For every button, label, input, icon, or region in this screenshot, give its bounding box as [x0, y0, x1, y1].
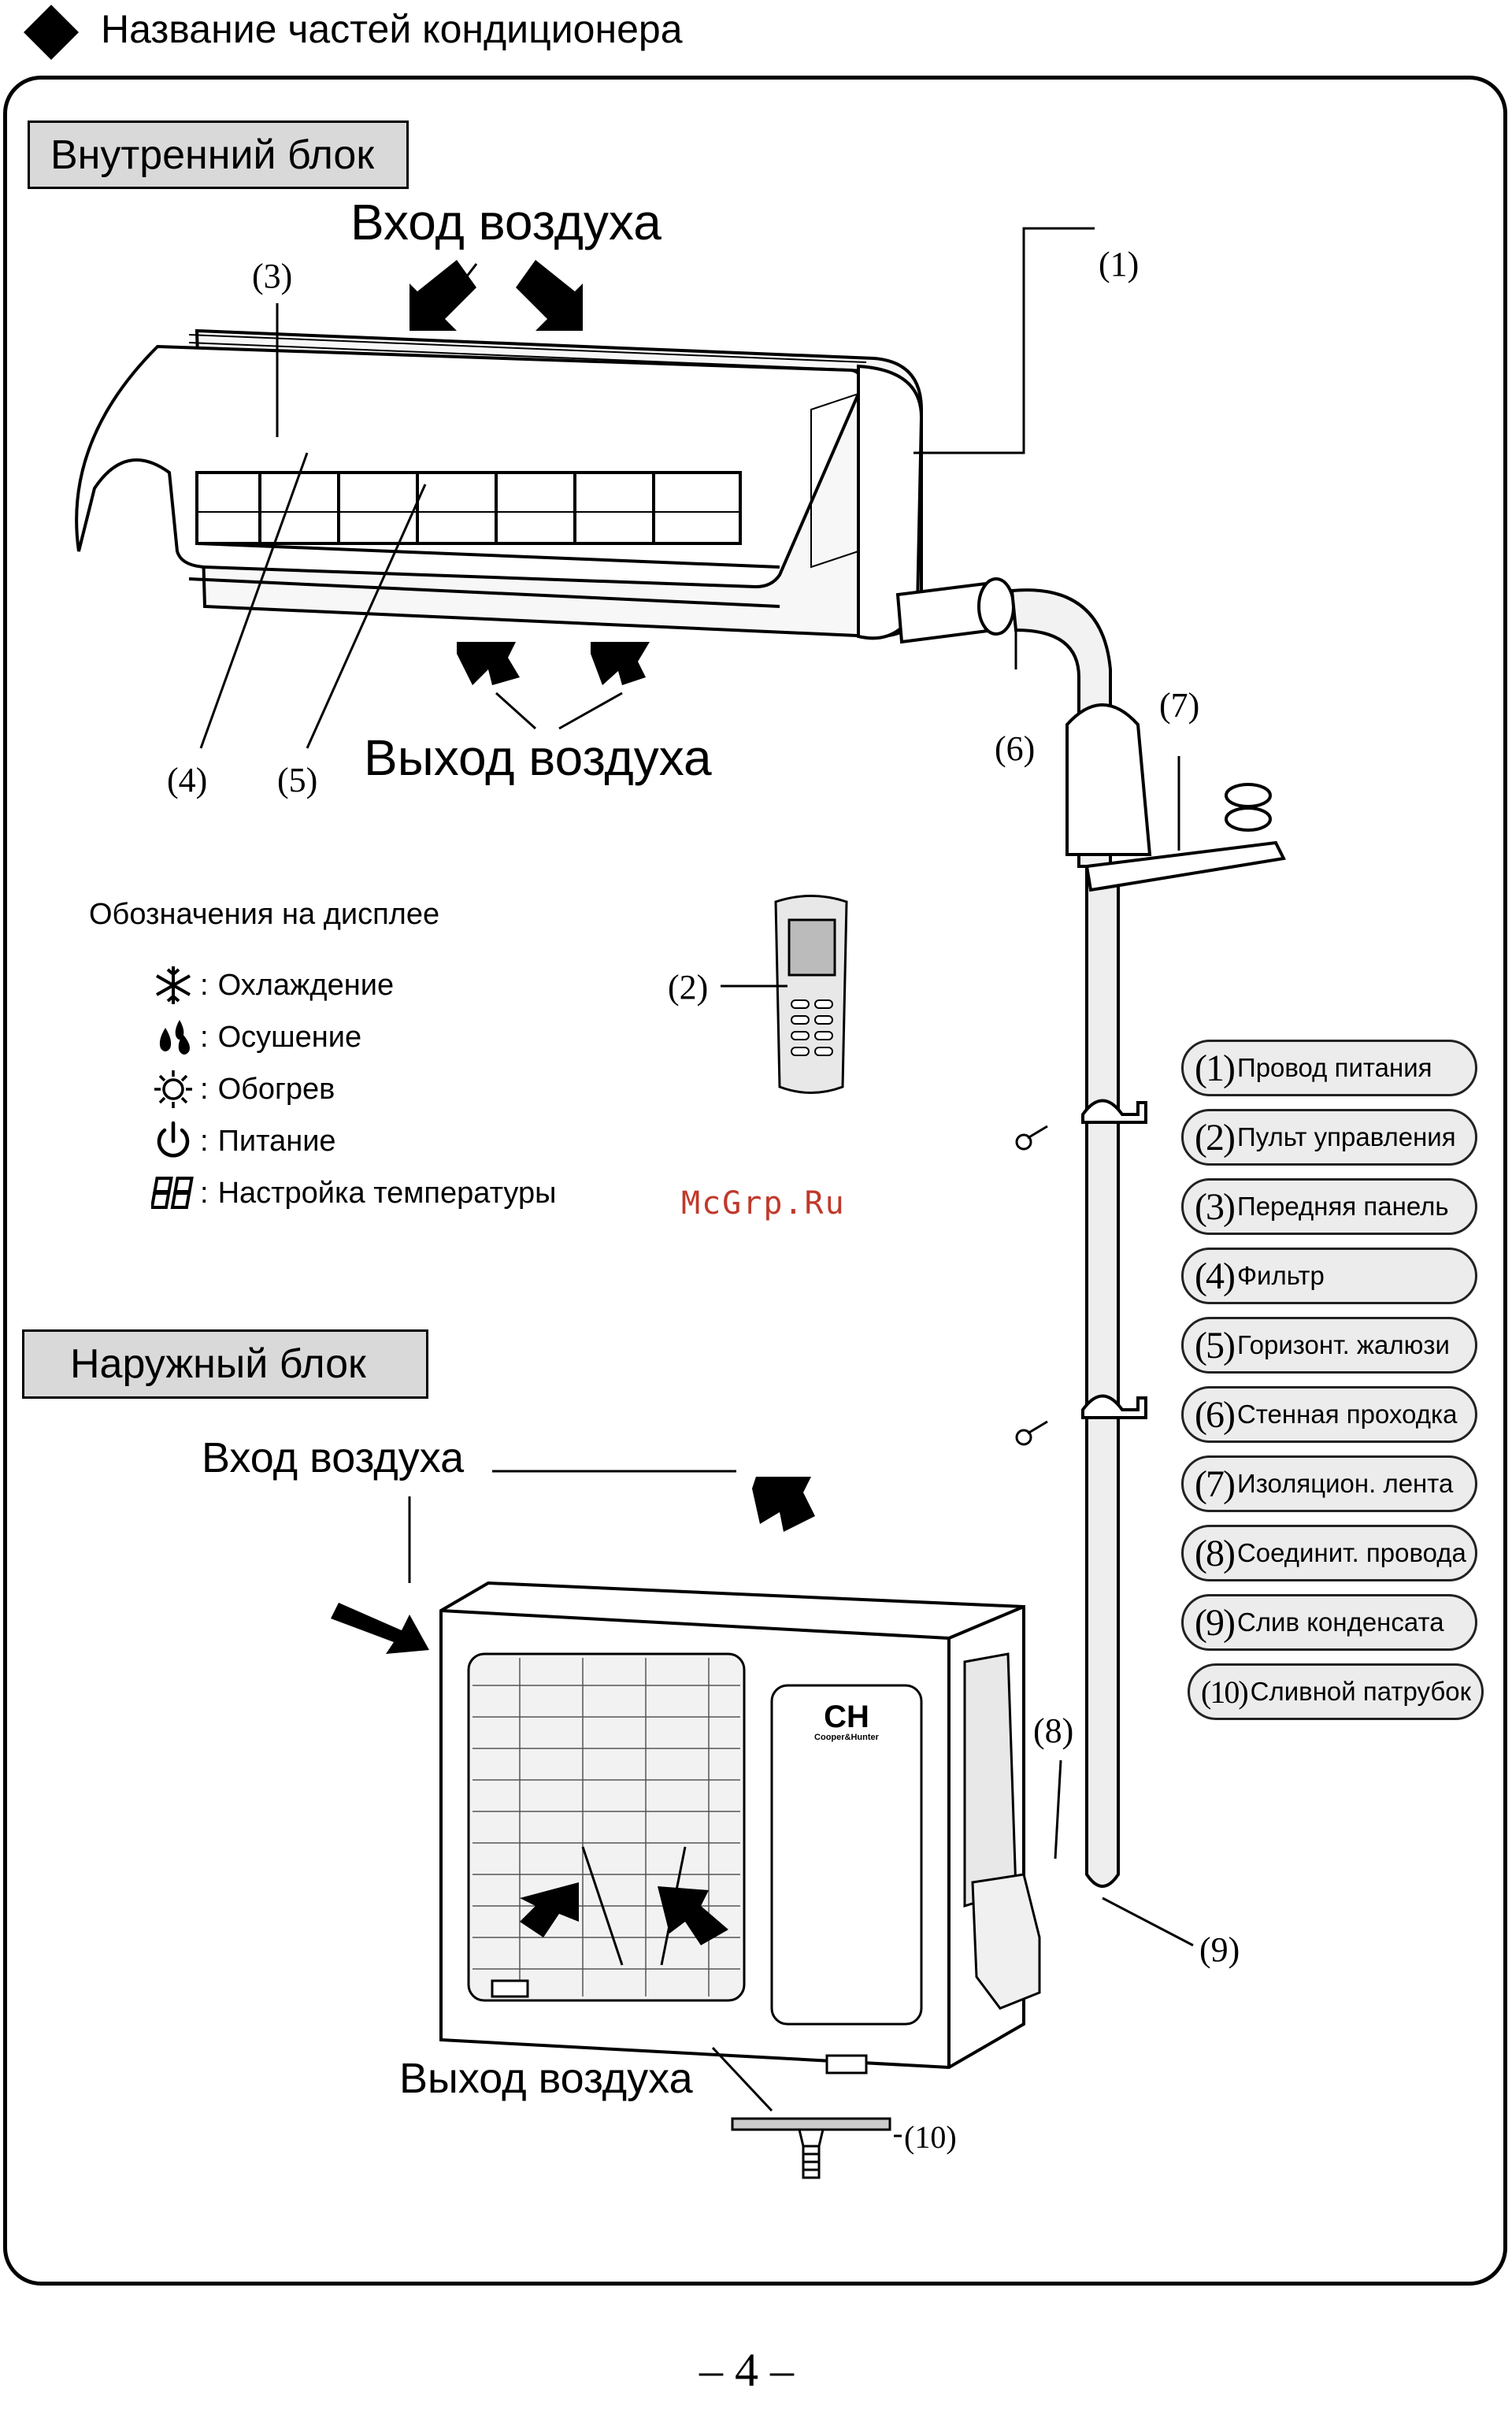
part-item-1: (1)Провод питания [1181, 1040, 1477, 1096]
callout-2: (2) [668, 968, 709, 1007]
diamond-bullet-icon [24, 5, 79, 60]
outdoor-air-out-label: Выход воздуха [399, 2055, 693, 2102]
indoor-section-label: Внутренний блок [28, 120, 409, 189]
legend-item-power: : Питание [150, 1115, 556, 1167]
indoor-air-in-label: Вход воздуха [350, 194, 662, 250]
legend-label-temperature: Настройка температуры [217, 1176, 557, 1210]
part-label: Пульт управления [1236, 1122, 1456, 1151]
page-number: – 4 – [699, 2344, 794, 2396]
part-item-10: (10)Сливной патрубок [1188, 1663, 1484, 1720]
outdoor-air-out-arrows [520, 1882, 728, 1945]
part-label: Горизонт. жалюзи [1236, 1330, 1450, 1359]
part-label: Провод питания [1236, 1053, 1432, 1082]
indoor-air-in-arrows [410, 260, 583, 331]
part-label: Соединит. провода [1236, 1538, 1466, 1567]
seven-segment-icon [150, 1171, 197, 1215]
snowflake-icon [150, 963, 197, 1007]
part-number: (10) [1201, 1674, 1249, 1710]
droplets-icon [150, 1015, 197, 1059]
outdoor-air-in-arrows [331, 1477, 815, 1654]
part-number: (6) [1195, 1393, 1236, 1436]
callout-6: (6) [995, 729, 1036, 768]
legend-item-heat: : Обогрев [150, 1063, 556, 1115]
part-item-3: (3)Передняя панель [1181, 1178, 1477, 1235]
part-item-7: (7)Изоляцион. лента [1181, 1455, 1477, 1512]
part-number: (3) [1195, 1185, 1236, 1228]
indoor-air-out-arrows [457, 642, 650, 685]
legend-item-dry: : Осушение [150, 1011, 556, 1063]
content-frame [3, 76, 1507, 2286]
part-item-5: (5)Горизонт. жалюзи [1181, 1317, 1477, 1374]
callout-5: (5) [277, 761, 318, 799]
part-item-6: (6)Стенная проходка [1181, 1386, 1477, 1443]
outdoor-air-in-label: Вход воздуха [202, 1434, 465, 1481]
callout-3: (3) [252, 257, 293, 295]
part-number: (7) [1195, 1463, 1236, 1505]
part-number: (2) [1195, 1116, 1236, 1159]
legend-item-temperature: : Настройка температуры [150, 1167, 556, 1219]
display-legend-title: Обозначения на дисплее [89, 898, 440, 931]
part-number: (5) [1195, 1324, 1236, 1366]
part-number: (8) [1195, 1532, 1236, 1574]
drain-fitting-drawing [731, 2117, 891, 2179]
brand-name: Cooper&Hunter [814, 1733, 879, 1742]
callout-10: (10) [904, 2119, 957, 2155]
callout-7: (7) [1159, 686, 1200, 725]
watermark: McGrp.Ru [681, 1185, 846, 1222]
brand-logo: CH Cooper&Hunter [807, 1701, 886, 1742]
part-item-8: (8)Соединит. провода [1181, 1525, 1477, 1581]
indoor-unit-drawing [75, 328, 924, 640]
outdoor-section-label: Наружный блок [22, 1329, 428, 1399]
part-label: Стенная проходка [1236, 1400, 1458, 1429]
callout-8: (8) [1033, 1711, 1074, 1750]
power-icon [150, 1119, 197, 1163]
legend-item-cooling: : Охлаждение [150, 959, 556, 1011]
parts-list: (1)Провод питания (2)Пульт управления (3… [1181, 1040, 1484, 1720]
part-number: (4) [1195, 1255, 1236, 1297]
part-item-2: (2)Пульт управления [1181, 1109, 1477, 1166]
part-label: Сливной патрубок [1250, 1677, 1472, 1706]
legend-label-heat: Обогрев [217, 1072, 335, 1106]
callout-9: (9) [1199, 1930, 1240, 1969]
wall-sleeve-and-pipe [895, 577, 1287, 1888]
part-number: (9) [1195, 1601, 1236, 1644]
part-number: (1) [1195, 1047, 1236, 1089]
callout-4: (4) [167, 761, 208, 799]
page-title: Название частей кондиционера [101, 7, 683, 51]
indoor-leader-lines [199, 227, 1180, 851]
part-label: Слив конденсата [1236, 1607, 1444, 1637]
part-item-9: (9)Слив конденсата [1181, 1594, 1477, 1651]
part-label: Изоляцион. лента [1236, 1469, 1454, 1498]
legend-label-power: Питание [217, 1124, 336, 1158]
part-item-4: (4)Фильтр [1181, 1248, 1477, 1304]
part-label: Фильтр [1236, 1261, 1325, 1290]
callout-1: (1) [1099, 245, 1140, 284]
outdoor-unit-drawing [439, 1581, 1041, 2074]
legend-label-dry: Осушение [217, 1020, 362, 1054]
indoor-air-out-label: Выход воздуха [364, 729, 712, 786]
display-legend-list: : Охлаждение : Осушение [150, 959, 556, 1219]
part-label: Передняя панель [1236, 1192, 1449, 1221]
brand-logo-mark: CH [824, 1700, 869, 1734]
remote-control-drawing [774, 895, 848, 1094]
legend-label-cooling: Охлаждение [217, 968, 395, 1002]
sun-icon [150, 1067, 197, 1111]
